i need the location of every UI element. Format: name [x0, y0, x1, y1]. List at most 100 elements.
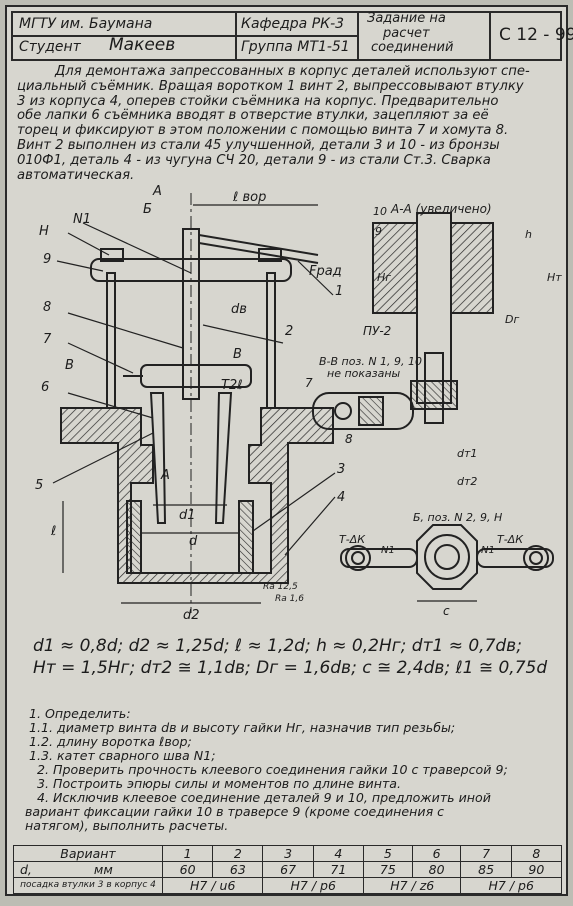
- question-line: вариант фиксации гайки 10 в траверсе 9 (…: [25, 804, 445, 819]
- question-line: 3. Построить эпюры силы и моментов по дл…: [37, 776, 402, 791]
- label-ra-16: Ra 1,6: [275, 594, 304, 604]
- label-section-b: В: [233, 347, 242, 362]
- label-part-4: 4: [337, 490, 345, 505]
- label-a: А: [152, 184, 162, 199]
- description-line: 3 из корпуса 4, оперев стойки съёмника н…: [17, 93, 499, 109]
- variant-number: 6: [411, 845, 462, 862]
- label-t-dk-1: Т-ΔК: [339, 533, 366, 546]
- task-title-2: расчет: [383, 26, 430, 41]
- label-d2: d2: [183, 608, 200, 623]
- description-line: автоматическая.: [17, 167, 135, 183]
- label-hg: Hг: [377, 271, 391, 284]
- label-section-bb: В-В поз. N 1, 9, 10: [319, 355, 422, 368]
- label-d: d: [189, 534, 198, 549]
- label-t-dk-2: Т-ΔК: [497, 533, 524, 546]
- description-line: обе лапки 6 съёмника вводят в отверстие …: [17, 108, 489, 124]
- label-part-10: 10: [373, 205, 387, 218]
- formula-line: d1 ≈ 0,8d; d2 ≈ 1,25d; ℓ ≈ 1,2d; h ≈ 0,2…: [33, 636, 522, 656]
- label-part-9: 9: [43, 252, 51, 267]
- post-right: [266, 272, 276, 409]
- question-line: 1.1. диаметр винта dв и высоту гайки Hг,…: [29, 720, 456, 735]
- task-questions: 1. Определить: 1.1. диаметр винта dв и в…: [25, 707, 560, 833]
- variant-header-label: Вариант: [13, 845, 163, 862]
- d-unit: мм: [93, 862, 113, 877]
- task-title-1: Задание на: [367, 11, 446, 26]
- d-label-cell: d, мм: [13, 861, 163, 878]
- university-name: МГТУ им. Баумана: [19, 16, 153, 32]
- label-section-bb-2: не показаны: [327, 367, 401, 380]
- variant-number: 7: [460, 845, 512, 862]
- label-ht: Hт: [547, 271, 562, 284]
- variant-fit-row: посадка втулки 3 в корпус 4 H7 / u6 H7 /…: [13, 877, 562, 894]
- label-t2l: T2ℓ: [221, 378, 243, 393]
- question-line: натягом), выполнить расчеты.: [25, 818, 229, 833]
- label-a2: А: [160, 468, 170, 483]
- task-title-3: соединений: [371, 40, 454, 55]
- task-code: С 12 - 99: [499, 25, 573, 45]
- question-line: 4. Исключив клеевое соединение деталей 9…: [37, 790, 491, 805]
- label-b: Б: [143, 202, 152, 217]
- label-n1-a: N1: [381, 545, 395, 556]
- question-line: 1.3. катет сварного шва N1;: [29, 748, 216, 763]
- department-name: Кафедра РК-3: [241, 16, 345, 32]
- d-value: 80: [411, 861, 462, 878]
- label-part-8b: 8: [345, 432, 353, 446]
- label-part-3: 3: [337, 462, 345, 477]
- variant-number: 1: [161, 845, 214, 862]
- variant-number: 4: [312, 845, 364, 862]
- post-left: [106, 272, 116, 409]
- d-value: 63: [212, 861, 264, 878]
- puller-drawing: N1 H Б А ℓ вор Fрад 9 8 7 6 5 1 2 3 4 В …: [35, 184, 562, 623]
- formula-line: Hт = 1,5Hг; dт2 ≅ 1,1dв; Dг = 1,6dв; c ≅…: [33, 658, 548, 678]
- foot-right: [214, 392, 233, 524]
- label-part-6: 6: [41, 380, 49, 395]
- fit-value: H7 / z6: [362, 877, 462, 894]
- group-name: Группа МТ1-51: [241, 39, 350, 55]
- foot-left: [149, 392, 167, 524]
- variant-header-row: Вариант 1 2 3 4 5 6 7 8: [13, 845, 563, 862]
- label-f-rad: Fрад: [309, 264, 342, 279]
- label-n1-b: N1: [481, 545, 495, 556]
- variant-number: 5: [362, 845, 413, 862]
- fit-value: H7 / p6: [460, 877, 562, 894]
- label-d1: d1: [179, 508, 196, 523]
- label-l: ℓ: [50, 524, 56, 539]
- d-value: 67: [262, 861, 314, 878]
- fit-label: посадка втулки 3 в корпус 4: [13, 877, 163, 894]
- fit-value: H7 / u6: [161, 877, 264, 894]
- label-n1: N1: [73, 212, 91, 227]
- label-dt1: dт1: [457, 447, 477, 460]
- label-part-7: 7: [43, 332, 52, 347]
- label-l-vor: ℓ вор: [232, 190, 266, 205]
- label-h: H: [39, 224, 49, 239]
- d-value: 90: [510, 861, 563, 878]
- label-arrow-b: В: [65, 358, 74, 373]
- label-part-2: 2: [285, 324, 293, 339]
- label-ra-125: Ra 12,5: [263, 582, 298, 592]
- d-value: 71: [312, 861, 364, 878]
- d-value: 60: [161, 861, 214, 878]
- housing-section: [60, 407, 334, 584]
- variant-number: 2: [212, 845, 264, 862]
- d-value: 75: [362, 861, 413, 878]
- handle: [198, 234, 319, 256]
- bushing-left: [126, 500, 142, 574]
- description-line: Винт 2 выполнен из стали 45 улучшенной, …: [17, 137, 500, 153]
- student-label: Студент: [19, 39, 81, 55]
- nut-right: [258, 248, 282, 262]
- task-sheet: МГТУ им. Баумана Студент Макеев Кафедра …: [5, 5, 573, 896]
- description-line: 010Ф1, деталь 4 - из чугуна СЧ 20, детал…: [17, 152, 491, 168]
- variant-d-row: d, мм 60 63 67 71 75 80 85 90: [13, 861, 563, 878]
- variant-number: 3: [262, 845, 314, 862]
- label-dv: dв: [231, 302, 247, 317]
- label-part-9b: 9: [375, 225, 382, 238]
- description-line: торец и фиксируют в этом положении с пом…: [17, 123, 509, 139]
- label-dg: Dг: [505, 313, 519, 326]
- variant-number: 8: [510, 845, 563, 862]
- label-part-7b: 7: [305, 376, 313, 390]
- label-view-b: Б, поз. N 2, 9, H: [413, 511, 502, 524]
- question-line: 1.2. длину воротка ℓвор;: [29, 734, 192, 749]
- task-description: Для демонтажа запрессованных в корпус де…: [17, 64, 560, 183]
- view-b-nut: [416, 524, 478, 590]
- question-line: 2. Проверить прочность клеевого соединен…: [37, 762, 508, 777]
